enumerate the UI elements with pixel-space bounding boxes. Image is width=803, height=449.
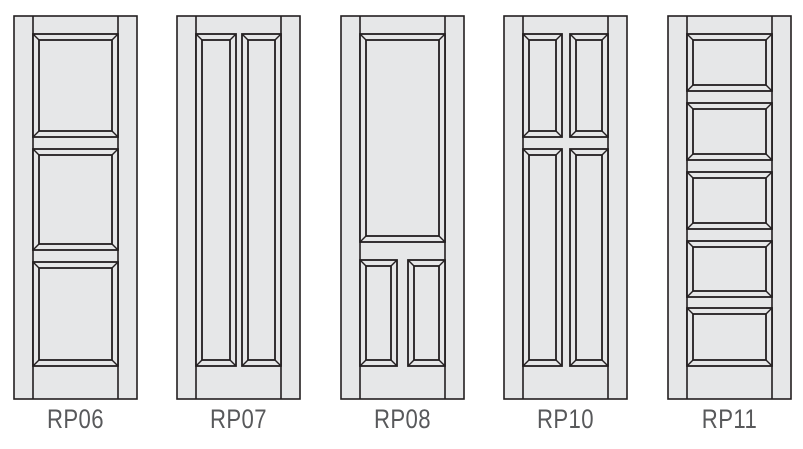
raised-panel	[686, 33, 773, 92]
door-label-rp10: RP10	[536, 404, 595, 434]
raised-panel	[686, 171, 773, 230]
raised-panel	[241, 33, 282, 367]
raised-panel	[686, 102, 773, 161]
door-rp06	[13, 15, 138, 400]
raised-panel	[32, 261, 119, 367]
door-label-rp08: RP08	[373, 404, 432, 434]
door-rp07	[176, 15, 301, 400]
door-label-rp07: RP07	[209, 404, 268, 434]
raised-panel	[522, 33, 563, 138]
raised-panel	[359, 259, 398, 367]
raised-panel	[569, 148, 609, 367]
door-rp10	[503, 15, 628, 400]
raised-panel	[32, 33, 119, 138]
door-rp08	[340, 15, 465, 400]
raised-panel	[407, 259, 446, 367]
door-rp11	[667, 15, 792, 400]
raised-panel	[686, 240, 773, 298]
door-label-rp06: RP06	[46, 404, 105, 434]
door-label-rp11: RP11	[701, 404, 758, 434]
raised-panel	[522, 148, 563, 367]
raised-panel	[569, 33, 609, 138]
raised-panel	[195, 33, 237, 367]
raised-panel	[686, 307, 773, 367]
raised-panel	[359, 33, 446, 243]
raised-panel	[32, 148, 119, 251]
